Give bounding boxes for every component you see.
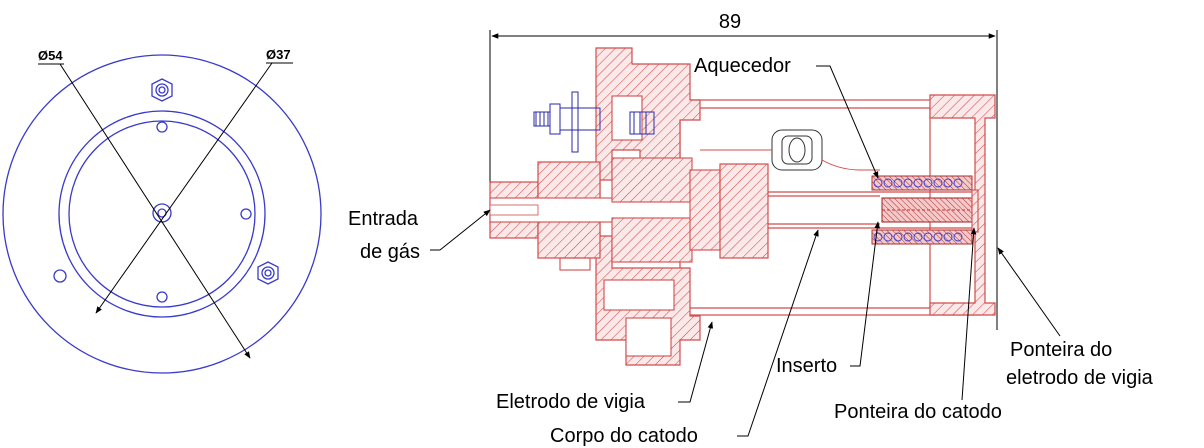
leader-inserto (850, 221, 880, 367)
mounting-hole (156, 291, 168, 303)
label-ponteira-eletrodo-line1: Ponteira do (1010, 339, 1112, 361)
hex-nut-right (257, 261, 279, 285)
mounting-hole (240, 208, 252, 220)
leader-eletrodo-vigia (678, 321, 714, 403)
diameter-line-inner (95, 62, 273, 314)
label-aquecedor: Aquecedor (694, 55, 791, 77)
hex-nut-top (151, 78, 173, 102)
cathode-tip (971, 189, 979, 233)
diameter-line-outer (59, 63, 251, 359)
bore-nozzle (489, 204, 539, 216)
flange-upper-slot (611, 95, 643, 141)
leader-corpo-catodo (737, 229, 819, 437)
mounting-hole (53, 269, 67, 283)
flange-pocket-lower (625, 317, 672, 357)
mounting-hole (156, 121, 168, 133)
ceramic-isolator (700, 129, 880, 171)
flange-pocket (603, 279, 675, 311)
heater-coil (871, 175, 973, 245)
label-ponteira-eletrodo-line2: eletrodo de vigia (1006, 367, 1154, 389)
leader-ponteira-eletrodo (997, 247, 1061, 337)
overall-length-value: 89 (719, 11, 741, 33)
outer-flange-circle (2, 54, 322, 374)
annotations: Aquecedor Entrada de gás Inserto Eletrod… (348, 55, 1154, 447)
dimension-inner-diameter: Ø37 (266, 47, 291, 62)
leader-aquecedor (816, 65, 879, 179)
section-view: 89 (489, 11, 998, 366)
label-corpo-catodo: Corpo do catodo (550, 425, 698, 447)
label-entrada-gas-line2: de gás (360, 241, 420, 263)
keeper-tip-cap (929, 94, 996, 316)
label-eletrodo-vigia: Eletrodo de vigia (496, 391, 646, 413)
inner-bore-circle-inner (68, 120, 256, 308)
front-view: Ø54 Ø37 (2, 47, 322, 374)
threaded-coupling (611, 157, 693, 203)
coupling-nut (689, 169, 721, 251)
electrical-feedthrough (533, 91, 655, 153)
inner-bore-circle-outer (58, 110, 266, 318)
flange-tab (559, 257, 591, 271)
leader-entrada-gas (430, 209, 491, 251)
cathode-holder-block (719, 163, 769, 259)
label-inserto: Inserto (776, 355, 837, 377)
label-ponteira-catodo: Ponteira do catodo (834, 401, 1002, 423)
dimension-outer-diameter: Ø54 (38, 48, 63, 63)
threaded-coupling-lower (611, 217, 693, 263)
label-entrada-gas-line1: Entrada (348, 208, 419, 230)
leader-ponteira-catodo (961, 227, 977, 401)
